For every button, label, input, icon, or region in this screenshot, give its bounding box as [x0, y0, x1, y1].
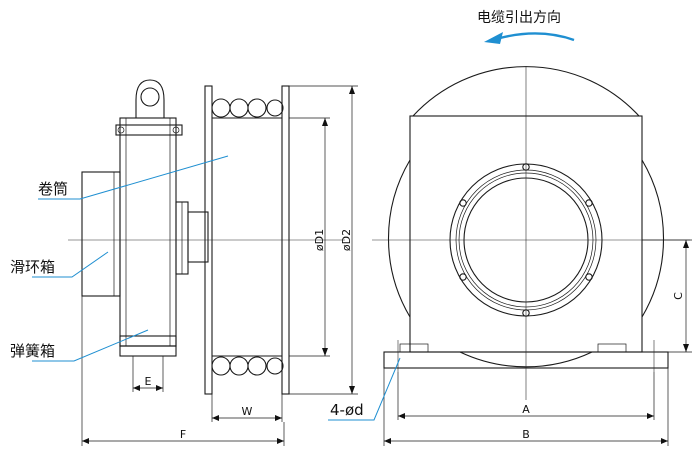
label-spring-box: 弹簧箱 — [10, 342, 55, 360]
cable-direction-arrow-icon — [484, 32, 575, 44]
label-drum: 卷筒 — [38, 180, 68, 198]
leader-slip-ring-box — [32, 251, 109, 278]
side-view: øD1 øD2 E W F 卷筒 滑环箱 弹簧箱 — [10, 79, 358, 446]
label-mounting-holes: 4-ød — [330, 401, 364, 419]
cable-coils-top — [211, 98, 284, 118]
lifting-eye-icon — [130, 79, 170, 119]
dim-f-label: F — [180, 428, 186, 441]
leader-spring-box — [32, 329, 149, 362]
leader-mounting-holes — [328, 357, 401, 421]
dim-w-label: W — [242, 405, 253, 418]
cable-coils-bottom — [211, 356, 284, 376]
cable-direction-title: 电缆引出方向 — [477, 10, 561, 26]
leader-drum — [38, 155, 229, 200]
dim-a-label: A — [522, 403, 530, 416]
dim-c-label: C — [672, 292, 685, 300]
dim-b-label: B — [522, 428, 530, 441]
dim-e-label: E — [145, 375, 152, 388]
dim-d2-label: øD2 — [340, 229, 353, 251]
spring-box-body — [119, 117, 177, 347]
label-slip-ring-box: 滑环箱 — [10, 258, 55, 276]
dim-d1-label: øD1 — [313, 229, 326, 251]
front-view: C A B 4-ød — [328, 66, 692, 446]
